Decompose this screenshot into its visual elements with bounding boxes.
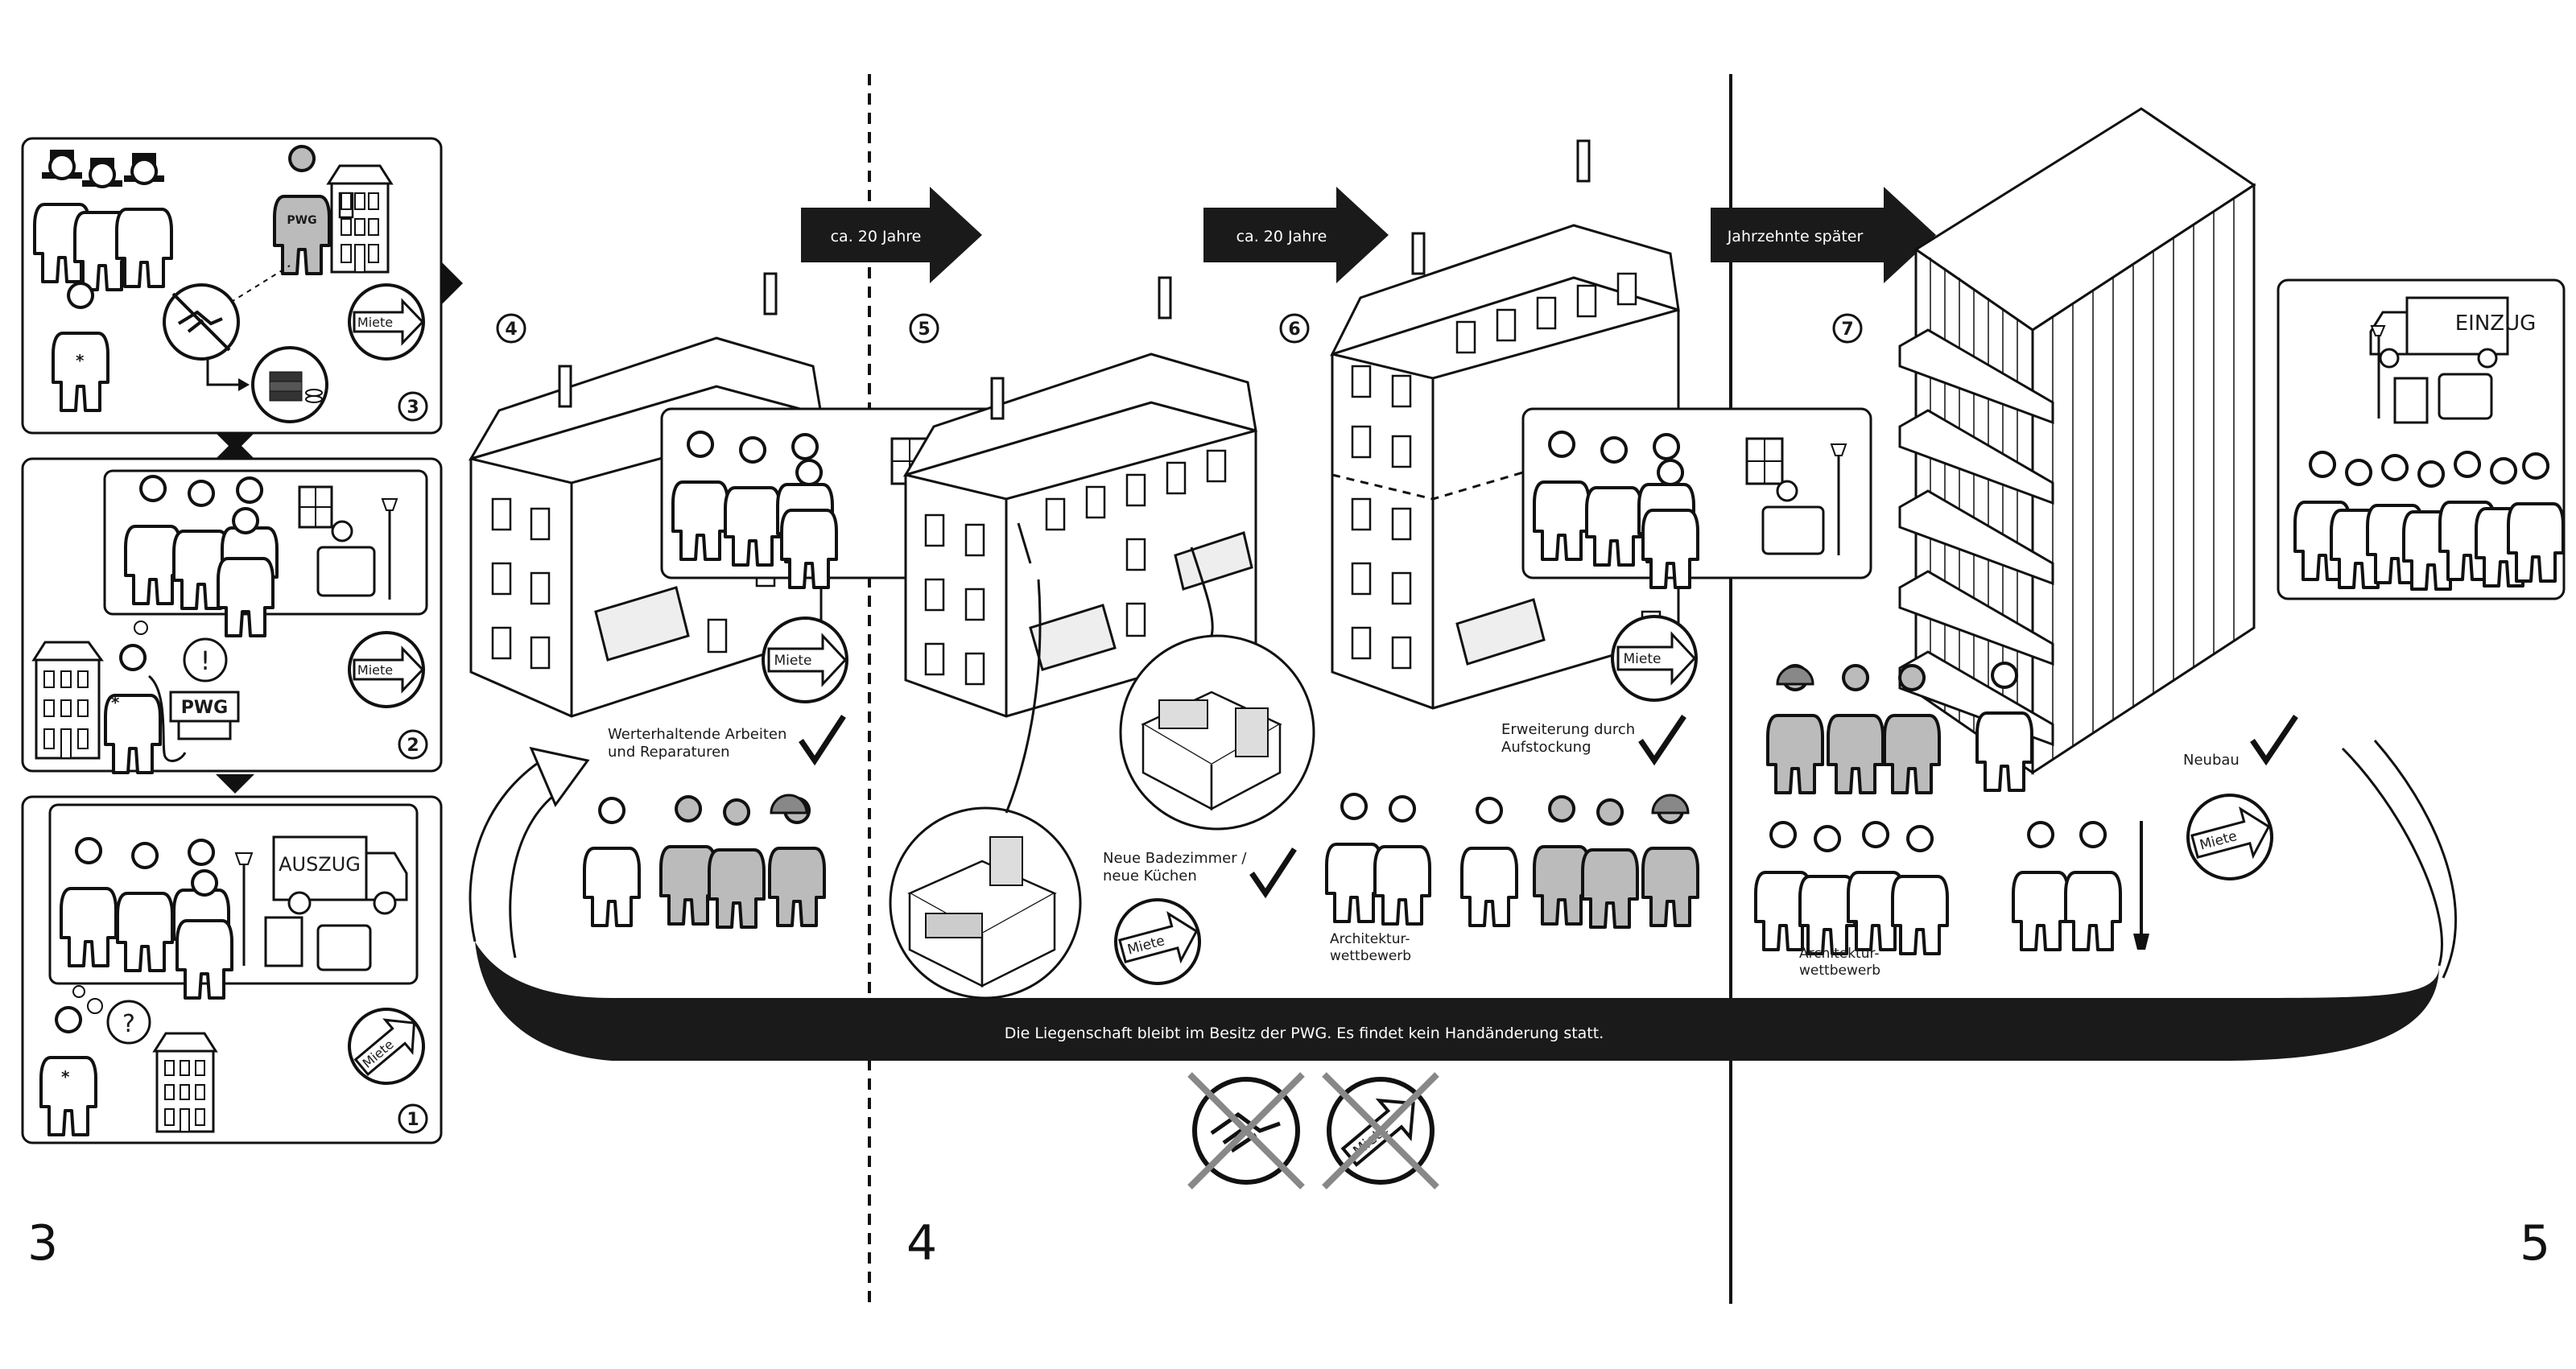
rent-sign-step2: Miete [348, 631, 425, 708]
step-number-7: 7 [1841, 320, 1853, 340]
rent-sign-step4: Miete [762, 616, 848, 703]
building-step6 [1330, 139, 1680, 710]
svg-text:*: * [76, 351, 85, 370]
exclaim-mark: ! [200, 645, 211, 676]
workers-step4 [583, 794, 826, 929]
bathroom-detail [889, 579, 1082, 1000]
family-box-step6 [1521, 407, 1872, 589]
new-building [1898, 107, 2256, 775]
caption-step6-line2: Aufstockung [1501, 739, 1591, 756]
pwg-sign-label: PWG [181, 698, 228, 718]
phone-person: * [104, 621, 187, 774]
money-stack-icon [251, 346, 328, 423]
pwg-figure: PWG [273, 145, 331, 275]
caption-step7-comp-line1: Architektur- [1799, 946, 1880, 962]
step-7-section: 7 [1754, 107, 2566, 979]
step-6-section: 6 [1279, 139, 1872, 964]
einzug-label: EINZUG [2455, 311, 2537, 336]
handshake-icon [163, 283, 240, 361]
time-arrow-1: ca. 20 Jahre [801, 187, 982, 283]
ownership-banner: Die Liegenschaft bleibt im Besitz der PW… [1005, 1025, 1604, 1042]
panel-step-1: AUSZUG ? * Miete 1 [21, 795, 443, 1144]
caption-step4-line1: Werterhaltende Arbeiten [608, 726, 786, 743]
step-number-3: 3 [407, 398, 419, 418]
page-number-middle: 4 [906, 1215, 938, 1272]
rent-sign-step7: Miete [2186, 794, 2273, 880]
panel-step-2: * ! PWG Miete 2 [21, 439, 443, 774]
caption-step5-line2: neue Küchen [1103, 868, 1197, 884]
tenant-figure: * [52, 282, 109, 412]
caption-step6-comp-line2: wettbewerb [1330, 948, 1411, 964]
architects-step7: Architektur- wettbewerb [1754, 821, 1949, 979]
pwg-chest-label: PWG [287, 214, 316, 227]
page-number-left: 3 [27, 1215, 59, 1272]
building-step4 [468, 272, 823, 718]
architects-step6: Architektur- wettbewerb [1325, 793, 1431, 964]
svg-text:Miete: Miete [357, 662, 393, 678]
time-arrow-label-2: ca. 20 Jahre [1236, 228, 1327, 245]
step-4-section: 4 [468, 272, 1022, 929]
caption-step4-line2: und Reparaturen [608, 744, 730, 761]
cycle-loop [469, 740, 2457, 1061]
workers-step6 [1460, 794, 1699, 929]
caption-step7-new: Neubau [2183, 752, 2240, 769]
page-number-right: 5 [2520, 1215, 2551, 1272]
kitchen-detail [1119, 546, 1315, 831]
caption-step5-line1: Neue Badezimmer / [1103, 850, 1247, 867]
check-icon [1249, 847, 1297, 899]
pwg-sign: PWG [169, 691, 240, 740]
svg-text:*: * [61, 1067, 70, 1087]
time-arrow-3: Jahrzehnte später [1711, 187, 1936, 283]
caption-step7-comp-line2: wettbewerb [1799, 963, 1880, 979]
time-arrow-label-3: Jahrzehnte später [1727, 228, 1864, 245]
check-icon [2250, 715, 2298, 766]
step-5-section: 5 [889, 276, 1315, 1000]
svg-text:*: * [111, 693, 120, 712]
building-step5 [902, 276, 1257, 718]
step-number-2: 2 [407, 736, 419, 756]
rent-sign-step5: Miete [1114, 898, 1201, 985]
step-number-1: 1 [407, 1110, 419, 1130]
step-number-4: 4 [505, 320, 517, 340]
moving-truck: AUSZUG [272, 835, 408, 915]
building-thought [31, 641, 104, 760]
investors-group [33, 150, 173, 291]
building-small [326, 164, 394, 274]
svg-text:Miete: Miete [774, 653, 812, 669]
step-number-6: 6 [1288, 320, 1300, 340]
reading-figure [298, 485, 398, 600]
rent-sign-step3: Miete [348, 283, 425, 361]
check-icon [1638, 715, 1686, 766]
handshake-crossed-icon [1187, 1072, 1305, 1190]
einzug-box: EINZUG [2277, 278, 2566, 600]
panel-step-3: PWG * [21, 137, 443, 435]
time-arrow-2: ca. 20 Jahre [1203, 187, 1389, 283]
step-number-5: 5 [918, 320, 930, 340]
time-arrow-label-1: ca. 20 Jahre [831, 228, 922, 245]
svg-text:Miete: Miete [1624, 651, 1662, 667]
caption-step6-line1: Erweiterung durch [1501, 721, 1635, 738]
auszug-label: AUSZUG [279, 853, 361, 876]
rent-crossed-icon: Miete [1322, 1072, 1439, 1190]
question-mark: ? [122, 1010, 135, 1038]
construction-workers [2012, 821, 2149, 951]
rent-sign-label: Miete [357, 315, 393, 330]
building-step1 [152, 1032, 218, 1133]
craftsmen-step7 [1766, 662, 2033, 794]
rent-sign-step6: Miete [1611, 615, 1698, 702]
rent-sign-step1: Miete [348, 1008, 425, 1085]
check-icon [799, 715, 846, 766]
caption-step6-comp-line1: Architektur- [1330, 931, 1410, 947]
